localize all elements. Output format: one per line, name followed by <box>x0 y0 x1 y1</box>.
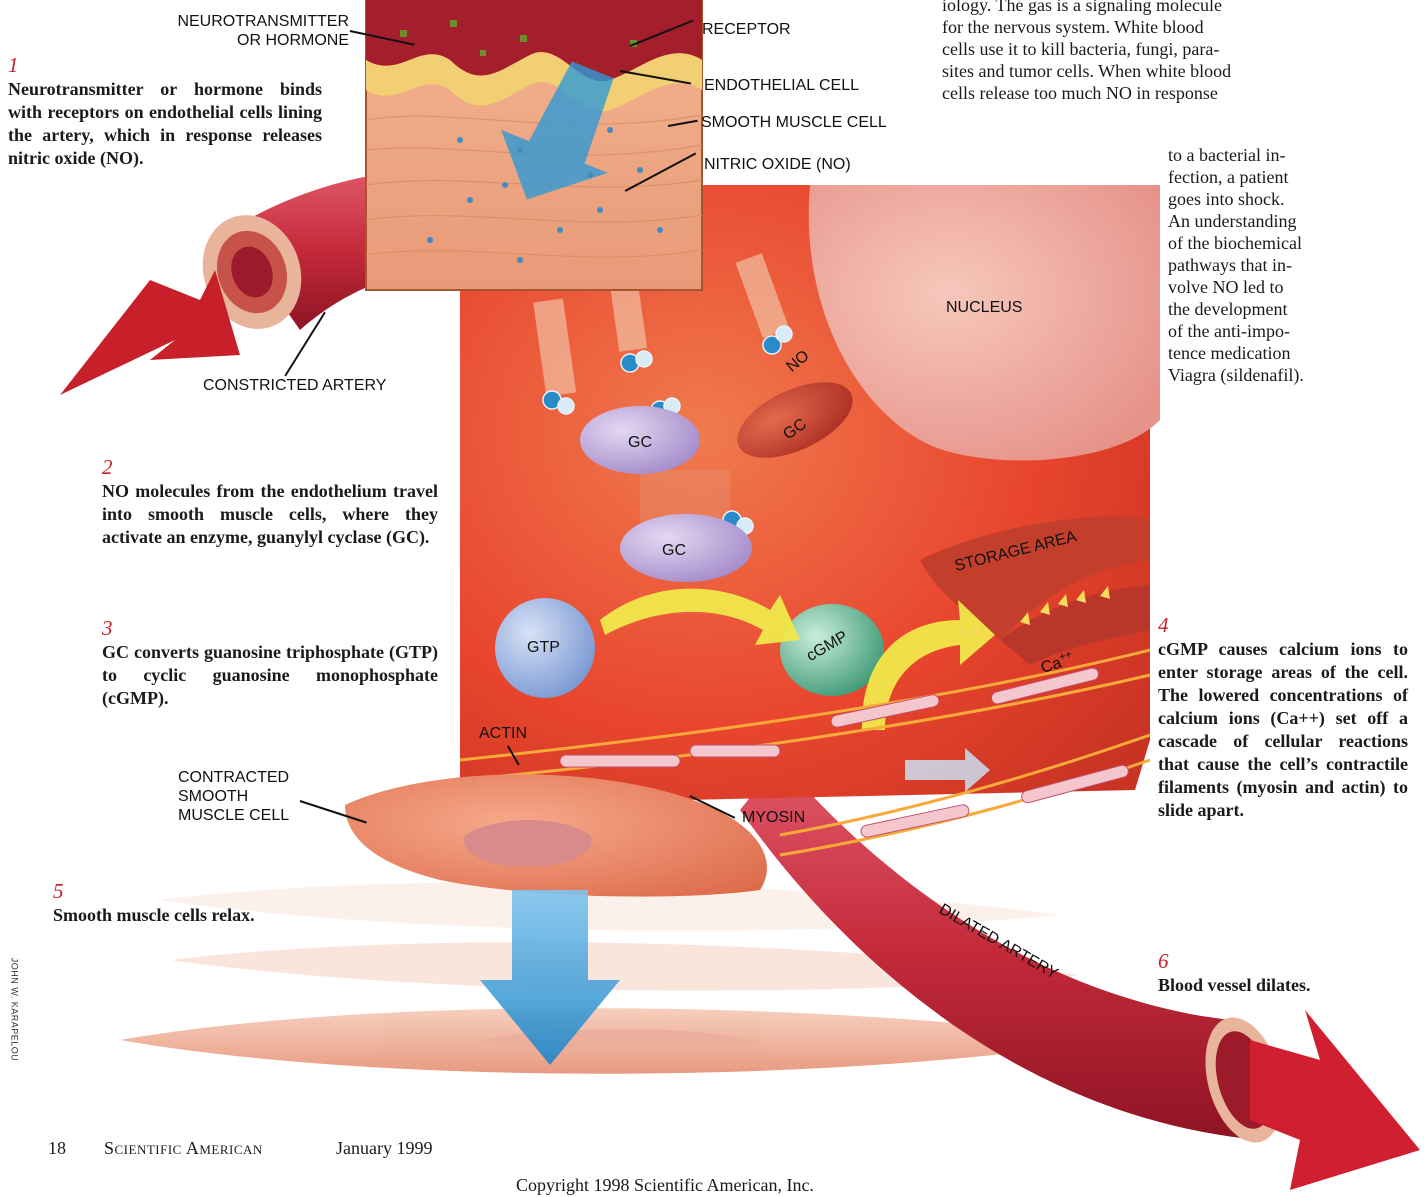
step-2-text: NO molecules from the endothelium travel… <box>102 480 438 549</box>
label-constricted-artery: CONSTRICTED ARTERY <box>203 376 386 395</box>
label-receptor: RECEPTOR <box>702 20 791 39</box>
step-5-text: Smooth muscle cells relax. <box>53 904 353 927</box>
step-3-text: GC converts guanosine triphosphate (GTP)… <box>102 641 438 710</box>
label-gc-1: GC <box>628 433 652 452</box>
label-neurotransmitter: NEUROTRANSMITTER OR HORMONE <box>165 12 349 50</box>
illustrator-credit: JOHN W. KARAPELOU <box>4 958 23 1062</box>
magazine-name: Scientific American <box>104 1137 263 1159</box>
step-6-number: 6 <box>1158 950 1169 972</box>
label-endothelial-cell: ENDOTHELIAL CELL <box>704 76 859 95</box>
step-5-number: 5 <box>53 880 64 902</box>
step-1-number: 1 <box>8 54 19 76</box>
step-4-number: 4 <box>1158 614 1169 636</box>
step-4-text: cGMP causes calcium ions to enter storag… <box>1158 638 1408 822</box>
article-text-narrow: to a bacterial in- fection, a patient go… <box>1168 144 1354 386</box>
label-contracted-cell: CONTRACTED SMOOTH MUSCLE CELL <box>178 768 289 825</box>
label-smooth-muscle-cell: SMOOTH MUSCLE CELL <box>701 113 887 132</box>
label-myosin: MYOSIN <box>742 808 805 827</box>
step-3-number: 3 <box>102 617 113 639</box>
label-gtp: GTP <box>527 638 560 657</box>
article-text-top: iology. The gas is a signaling molecule … <box>942 0 1354 104</box>
endothelium-inset <box>366 0 702 290</box>
page-number: 18 <box>48 1137 66 1159</box>
label-actin: ACTIN <box>479 724 527 743</box>
step-1-text: Neurotransmitter or hormone binds with r… <box>8 78 322 170</box>
label-nitric-oxide: NITRIC OXIDE (NO) <box>704 155 851 174</box>
label-nucleus: NUCLEUS <box>946 298 1022 317</box>
label-gc-3: GC <box>662 541 686 560</box>
step-6-text: Blood vessel dilates. <box>1158 974 1398 997</box>
step-2-number: 2 <box>102 456 113 478</box>
copyright-line: Copyright 1998 Scientific American, Inc. <box>516 1174 814 1196</box>
issue-date: January 1999 <box>336 1137 432 1159</box>
